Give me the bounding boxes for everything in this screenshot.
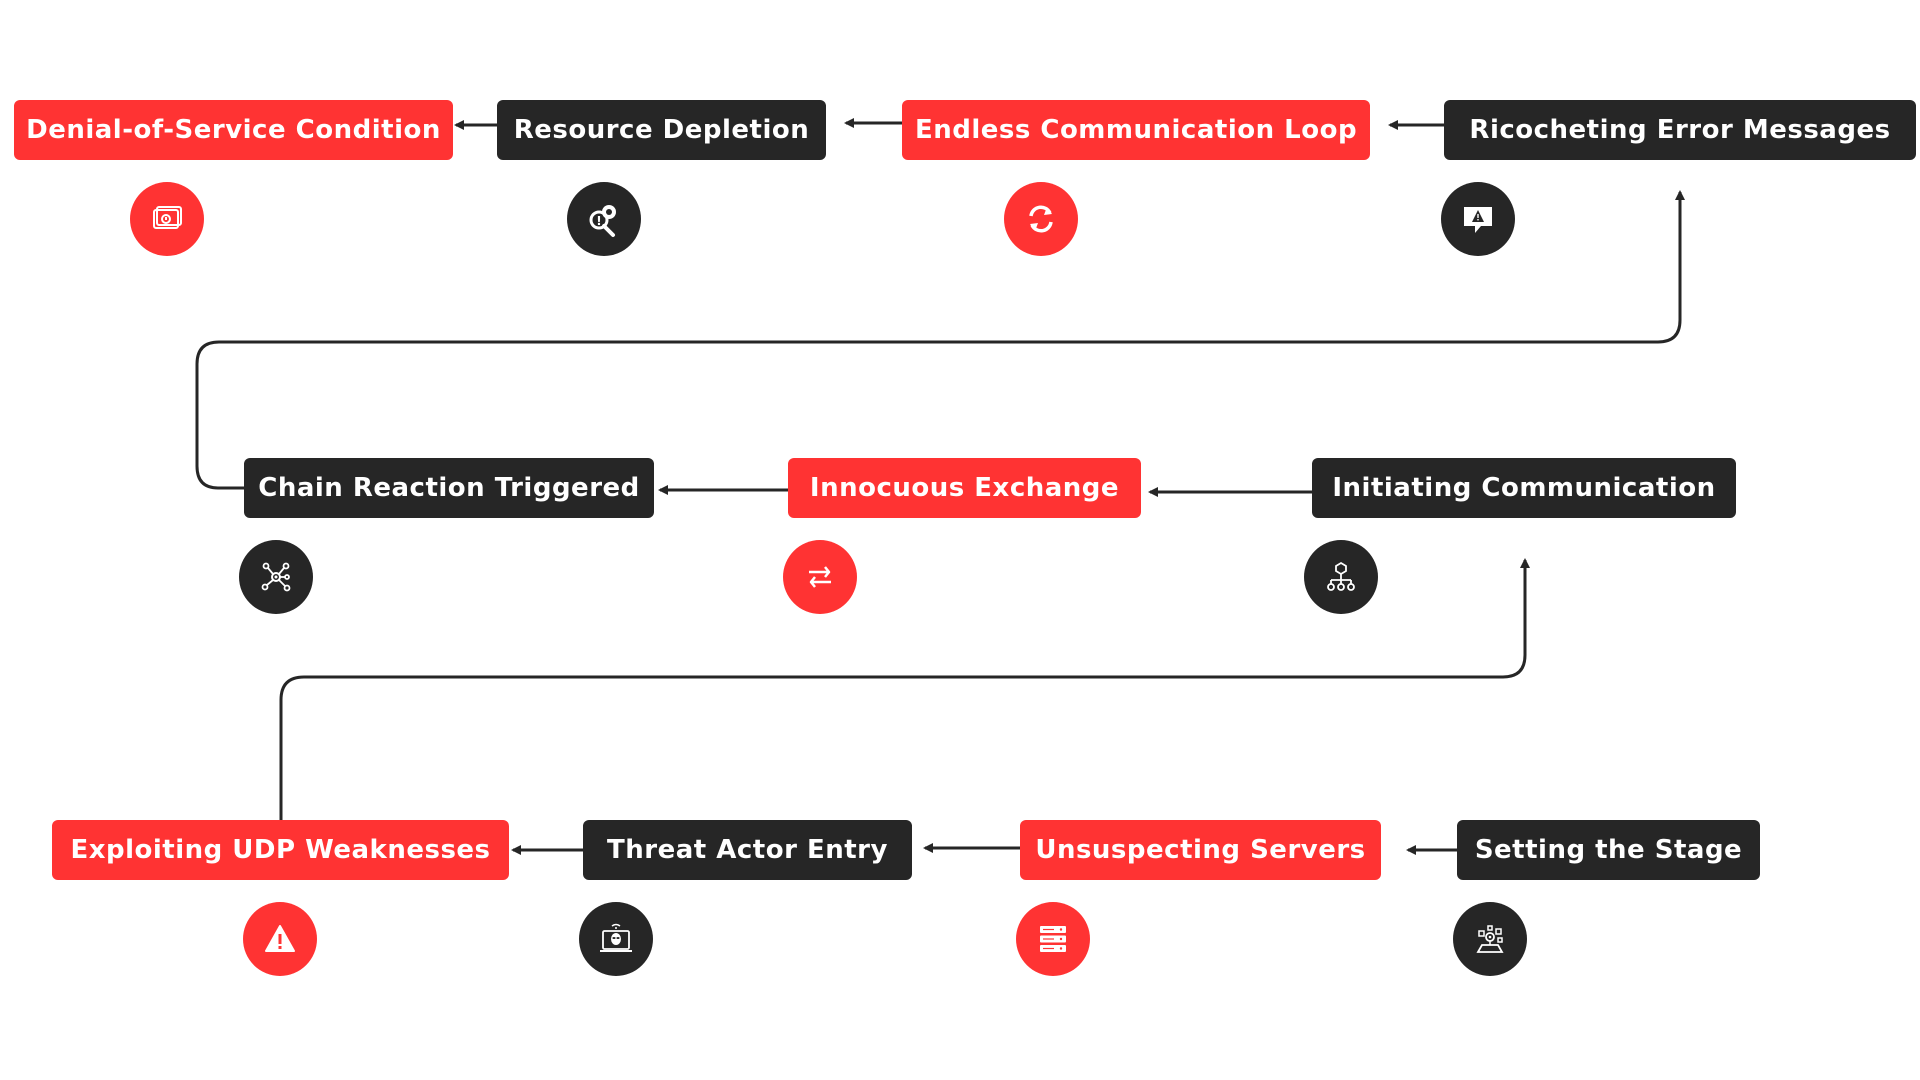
exchange-arrows-icon <box>783 540 857 614</box>
step-label: Innocuous Exchange <box>809 473 1120 503</box>
connector-exploiting-to-initiating <box>279 558 1530 820</box>
step-resource-depletion: Resource Depletion <box>497 100 826 160</box>
step-label: Initiating Communication <box>1332 473 1716 503</box>
svg-text:!: ! <box>596 214 601 228</box>
step-label: Unsuspecting Servers <box>1035 835 1366 865</box>
hierarchy-network-icon <box>1304 540 1378 614</box>
step-label: Ricocheting Error Messages <box>1469 115 1891 145</box>
step-chain-reaction: Chain Reaction Triggered <box>244 458 654 518</box>
step-label: Setting the Stage <box>1474 835 1743 865</box>
connector-chain-to-ricocheting <box>195 190 1685 490</box>
network-setup-icon <box>1453 902 1527 976</box>
step-exploiting-udp: Exploiting UDP Weaknesses <box>52 820 509 880</box>
gear-search-icon: ! <box>567 182 641 256</box>
step-ricocheting-error-messages: Ricocheting Error Messages <box>1444 100 1916 160</box>
step-unsuspecting-servers: Unsuspecting Servers <box>1020 820 1381 880</box>
step-setting-the-stage: Setting the Stage <box>1457 820 1760 880</box>
step-innocuous-exchange: Innocuous Exchange <box>788 458 1141 518</box>
step-label: Resource Depletion <box>513 115 810 145</box>
step-label: Threat Actor Entry <box>607 835 888 865</box>
step-label: Exploiting UDP Weaknesses <box>70 835 491 865</box>
step-threat-actor-entry: Threat Actor Entry <box>583 820 912 880</box>
step-label: Endless Communication Loop <box>914 115 1358 145</box>
alert-message-icon <box>1441 182 1515 256</box>
hub-nodes-icon <box>239 540 313 614</box>
alien-laptop-icon <box>579 902 653 976</box>
step-denial-of-service: Denial-of-Service Condition <box>14 100 453 160</box>
warning-triangle-icon <box>243 902 317 976</box>
step-initiating-communication: Initiating Communication <box>1312 458 1736 518</box>
server-stack-icon <box>1016 902 1090 976</box>
blocked-window-icon <box>130 182 204 256</box>
refresh-loop-icon <box>1004 182 1078 256</box>
step-endless-communication-loop: Endless Communication Loop <box>902 100 1370 160</box>
step-label: Chain Reaction Triggered <box>258 473 640 503</box>
step-label: Denial-of-Service Condition <box>26 115 441 145</box>
